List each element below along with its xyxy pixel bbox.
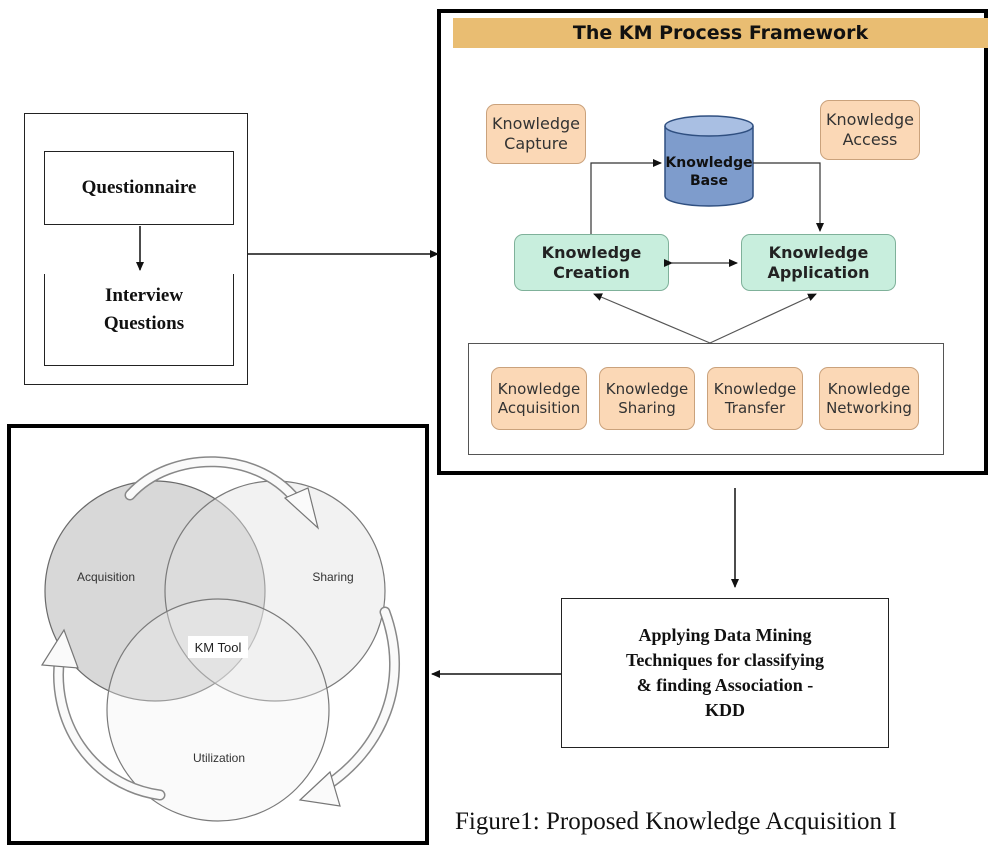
interview-line-2: Questions xyxy=(103,313,185,334)
transfer-line-1: Knowledge xyxy=(713,379,797,398)
access-line-1: Knowledge xyxy=(826,110,914,129)
venn-panel xyxy=(7,424,429,845)
interview-label: Interview Questions xyxy=(44,282,244,338)
interview-box xyxy=(44,274,234,366)
framework-title: The KM Process Framework xyxy=(572,22,869,44)
application-line-2: Application xyxy=(767,262,870,282)
data-mining-box: Applying Data Mining Techniques for clas… xyxy=(561,598,889,748)
interview-line-1: Interview xyxy=(104,285,184,306)
application-line-1: Knowledge xyxy=(768,242,869,262)
questionnaire-label: Questionnaire xyxy=(81,177,197,198)
dm-line-4: KDD xyxy=(704,700,745,720)
framework-title-bar: The KM Process Framework xyxy=(453,18,988,48)
dm-line-3: & finding Association - xyxy=(636,675,814,695)
acq-line-2: Acquisition xyxy=(497,398,581,417)
transfer-line-2: Transfer xyxy=(724,398,786,417)
networking-line-2: Networking xyxy=(826,398,912,417)
access-line-2: Access xyxy=(842,130,898,149)
figure-caption: Figure1: Proposed Knowledge Acquisition … xyxy=(455,808,897,835)
capture-line-2: Capture xyxy=(504,134,568,153)
acq-line-1: Knowledge xyxy=(497,379,581,398)
capture-line-1: Knowledge xyxy=(492,114,580,133)
sharing-line-2: Sharing xyxy=(618,398,676,417)
creation-line-1: Knowledge xyxy=(541,242,642,262)
creation-line-2: Creation xyxy=(553,262,630,282)
sharing-line-1: Knowledge xyxy=(605,379,689,398)
networking-line-1: Knowledge xyxy=(827,379,911,398)
dm-line-1: Applying Data Mining xyxy=(638,625,812,645)
questionnaire-box: Questionnaire xyxy=(44,151,234,225)
dm-line-2: Techniques for classifying xyxy=(625,650,825,670)
